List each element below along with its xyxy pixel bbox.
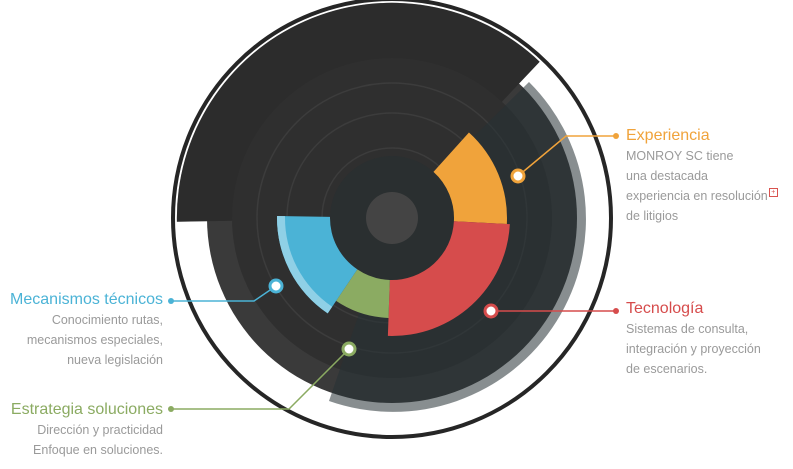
marker-mecanismos[interactable] (268, 278, 284, 294)
experiencia-line-2: una destacada (626, 169, 709, 183)
connector-estrategia (171, 348, 350, 410)
experiencia-title: Experiencia (626, 127, 710, 144)
estrategia-title: Estrategia soluciones (10, 401, 163, 418)
plus-box-icon[interactable]: + (768, 188, 778, 197)
experiencia-line-4: de litigios (626, 209, 679, 223)
experiencia-line-3: experiencia en resolución+ (626, 186, 778, 206)
mecanismos-title: Mecanismos técnicos (10, 291, 163, 308)
segment-estrategia[interactable] (336, 269, 390, 318)
tecnologia-line-2: integración y proyección (626, 342, 761, 356)
marker-experiencia[interactable] (510, 168, 526, 184)
estrategia-line-2: Enfoque en soluciones. (33, 443, 163, 457)
mecanismos-line-1: Conocimiento rutas, (51, 313, 163, 327)
connector-end-tecnologia (613, 308, 619, 314)
segment-mecanismos-highlight (277, 215, 333, 314)
label-tecnologia: Tecnología Sistemas de consulta, integra… (626, 299, 761, 379)
center-hub (366, 192, 418, 244)
segment-tecnologia[interactable] (387, 221, 510, 337)
experiencia-line-1: MONROY SC tiene (626, 149, 734, 163)
experiencia-line-3-text: experiencia en resolución (626, 189, 768, 203)
marker-estrategia[interactable] (341, 341, 357, 357)
segment-experiencia[interactable] (433, 132, 508, 225)
mecanismos-line-3: nueva legislación (67, 353, 163, 367)
connector-end-experiencia (613, 133, 619, 139)
segment-mecanismos[interactable] (277, 215, 358, 314)
label-estrategia: Estrategia soluciones Dirección y practi… (11, 400, 163, 460)
label-mecanismos: Mecanismos técnicos Conocimiento rutas, … (10, 290, 163, 370)
tecnologia-line-1: Sistemas de consulta, (626, 322, 749, 336)
connector-mecanismos (171, 285, 277, 302)
tecnologia-line-3: de escenarios. (626, 362, 708, 376)
marker-tecnologia[interactable] (483, 303, 499, 319)
tecnologia-title: Tecnología (626, 300, 704, 317)
mecanismos-line-2: mecanismos especiales, (26, 333, 163, 347)
estrategia-line-1: Dirección y practicidad (37, 423, 163, 437)
outer-ring (171, 0, 613, 439)
connector-end-estrategia (168, 406, 174, 412)
connector-end-mecanismos (168, 298, 174, 304)
label-experiencia: Experiencia MONROY SC tiene una destacad… (626, 126, 778, 226)
connector-experiencia (517, 135, 616, 177)
